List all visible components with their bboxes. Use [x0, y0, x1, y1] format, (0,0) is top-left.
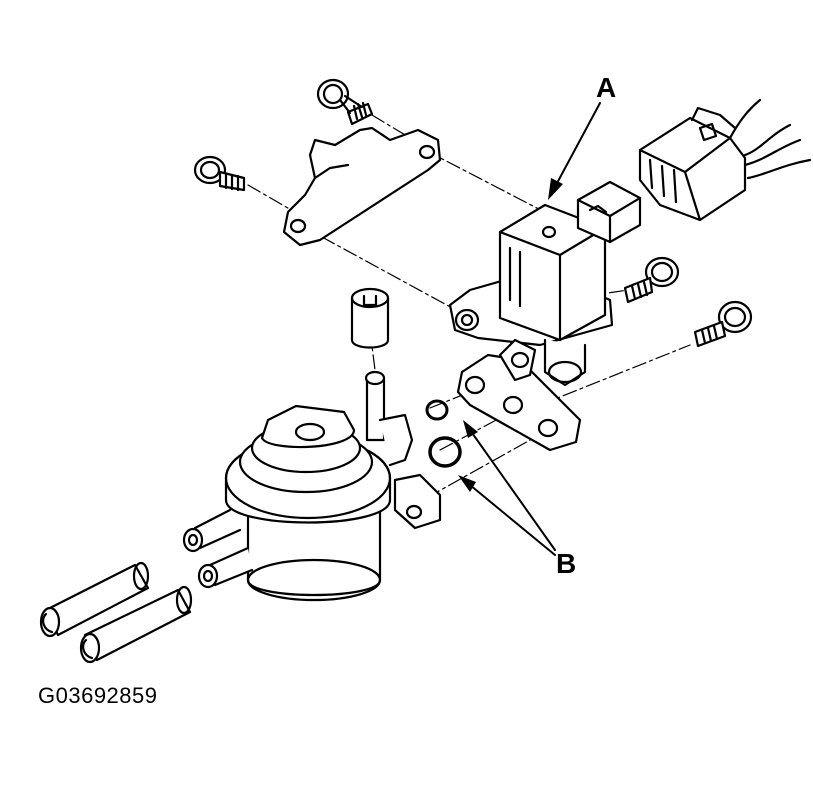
- o-rings: [425, 399, 462, 468]
- control-valve-body: [182, 370, 442, 602]
- hoses: [39, 561, 193, 664]
- figure-id: G03692859: [38, 683, 158, 708]
- electrical-connector: [638, 98, 812, 222]
- bolt-right-lower: [693, 300, 753, 348]
- spacer-plate: [456, 338, 582, 452]
- callout-label-b: B: [556, 548, 577, 579]
- bolt-left: [193, 155, 246, 192]
- callout-label-a: A: [596, 72, 617, 103]
- bolt-right-upper: [623, 256, 680, 304]
- bolt-top: [316, 78, 374, 126]
- tube-cap: [350, 287, 390, 349]
- arrow-heads: [458, 178, 563, 492]
- solenoid-valve: [448, 180, 642, 387]
- mounting-bracket: [282, 126, 442, 247]
- callout-arrows: [469, 102, 601, 556]
